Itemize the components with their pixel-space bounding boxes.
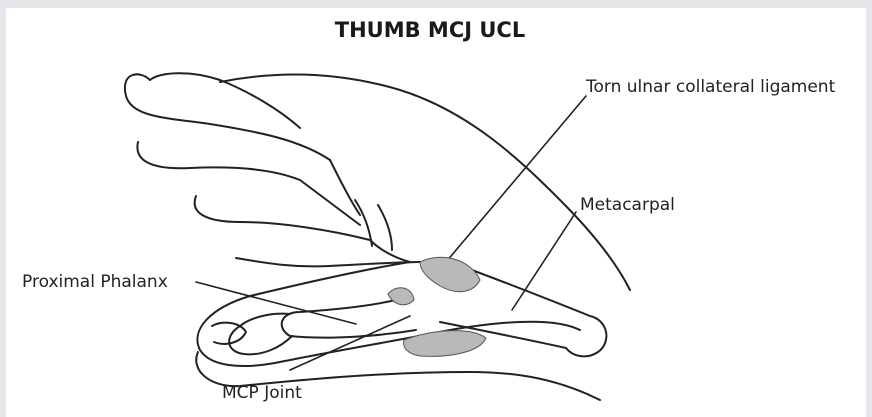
metacarpal-leader (512, 212, 576, 310)
label-proximal-phalanx: Proximal Phalanx (22, 272, 168, 292)
hand-outline (125, 74, 330, 160)
palm-back-outline (220, 74, 630, 290)
label-metacarpal: Metacarpal (580, 195, 675, 215)
torn-ligament-lower (404, 331, 486, 357)
mcp-joint-leader (290, 316, 410, 370)
label-mcp-joint: MCP Joint (222, 383, 302, 403)
diagram-title: THUMB MCJ UCL (335, 18, 525, 42)
knuckle-creases (300, 160, 410, 262)
thumb-outline (197, 262, 580, 366)
middle-finger-outline (137, 142, 300, 180)
label-torn-ligament: Torn ulnar collateral ligament (585, 77, 836, 97)
torn-ligament-upper (420, 257, 480, 291)
torn-ligament-fragment (388, 288, 414, 305)
ring-finger-outline (195, 196, 370, 240)
proximal-phalanx-leader (196, 282, 356, 324)
